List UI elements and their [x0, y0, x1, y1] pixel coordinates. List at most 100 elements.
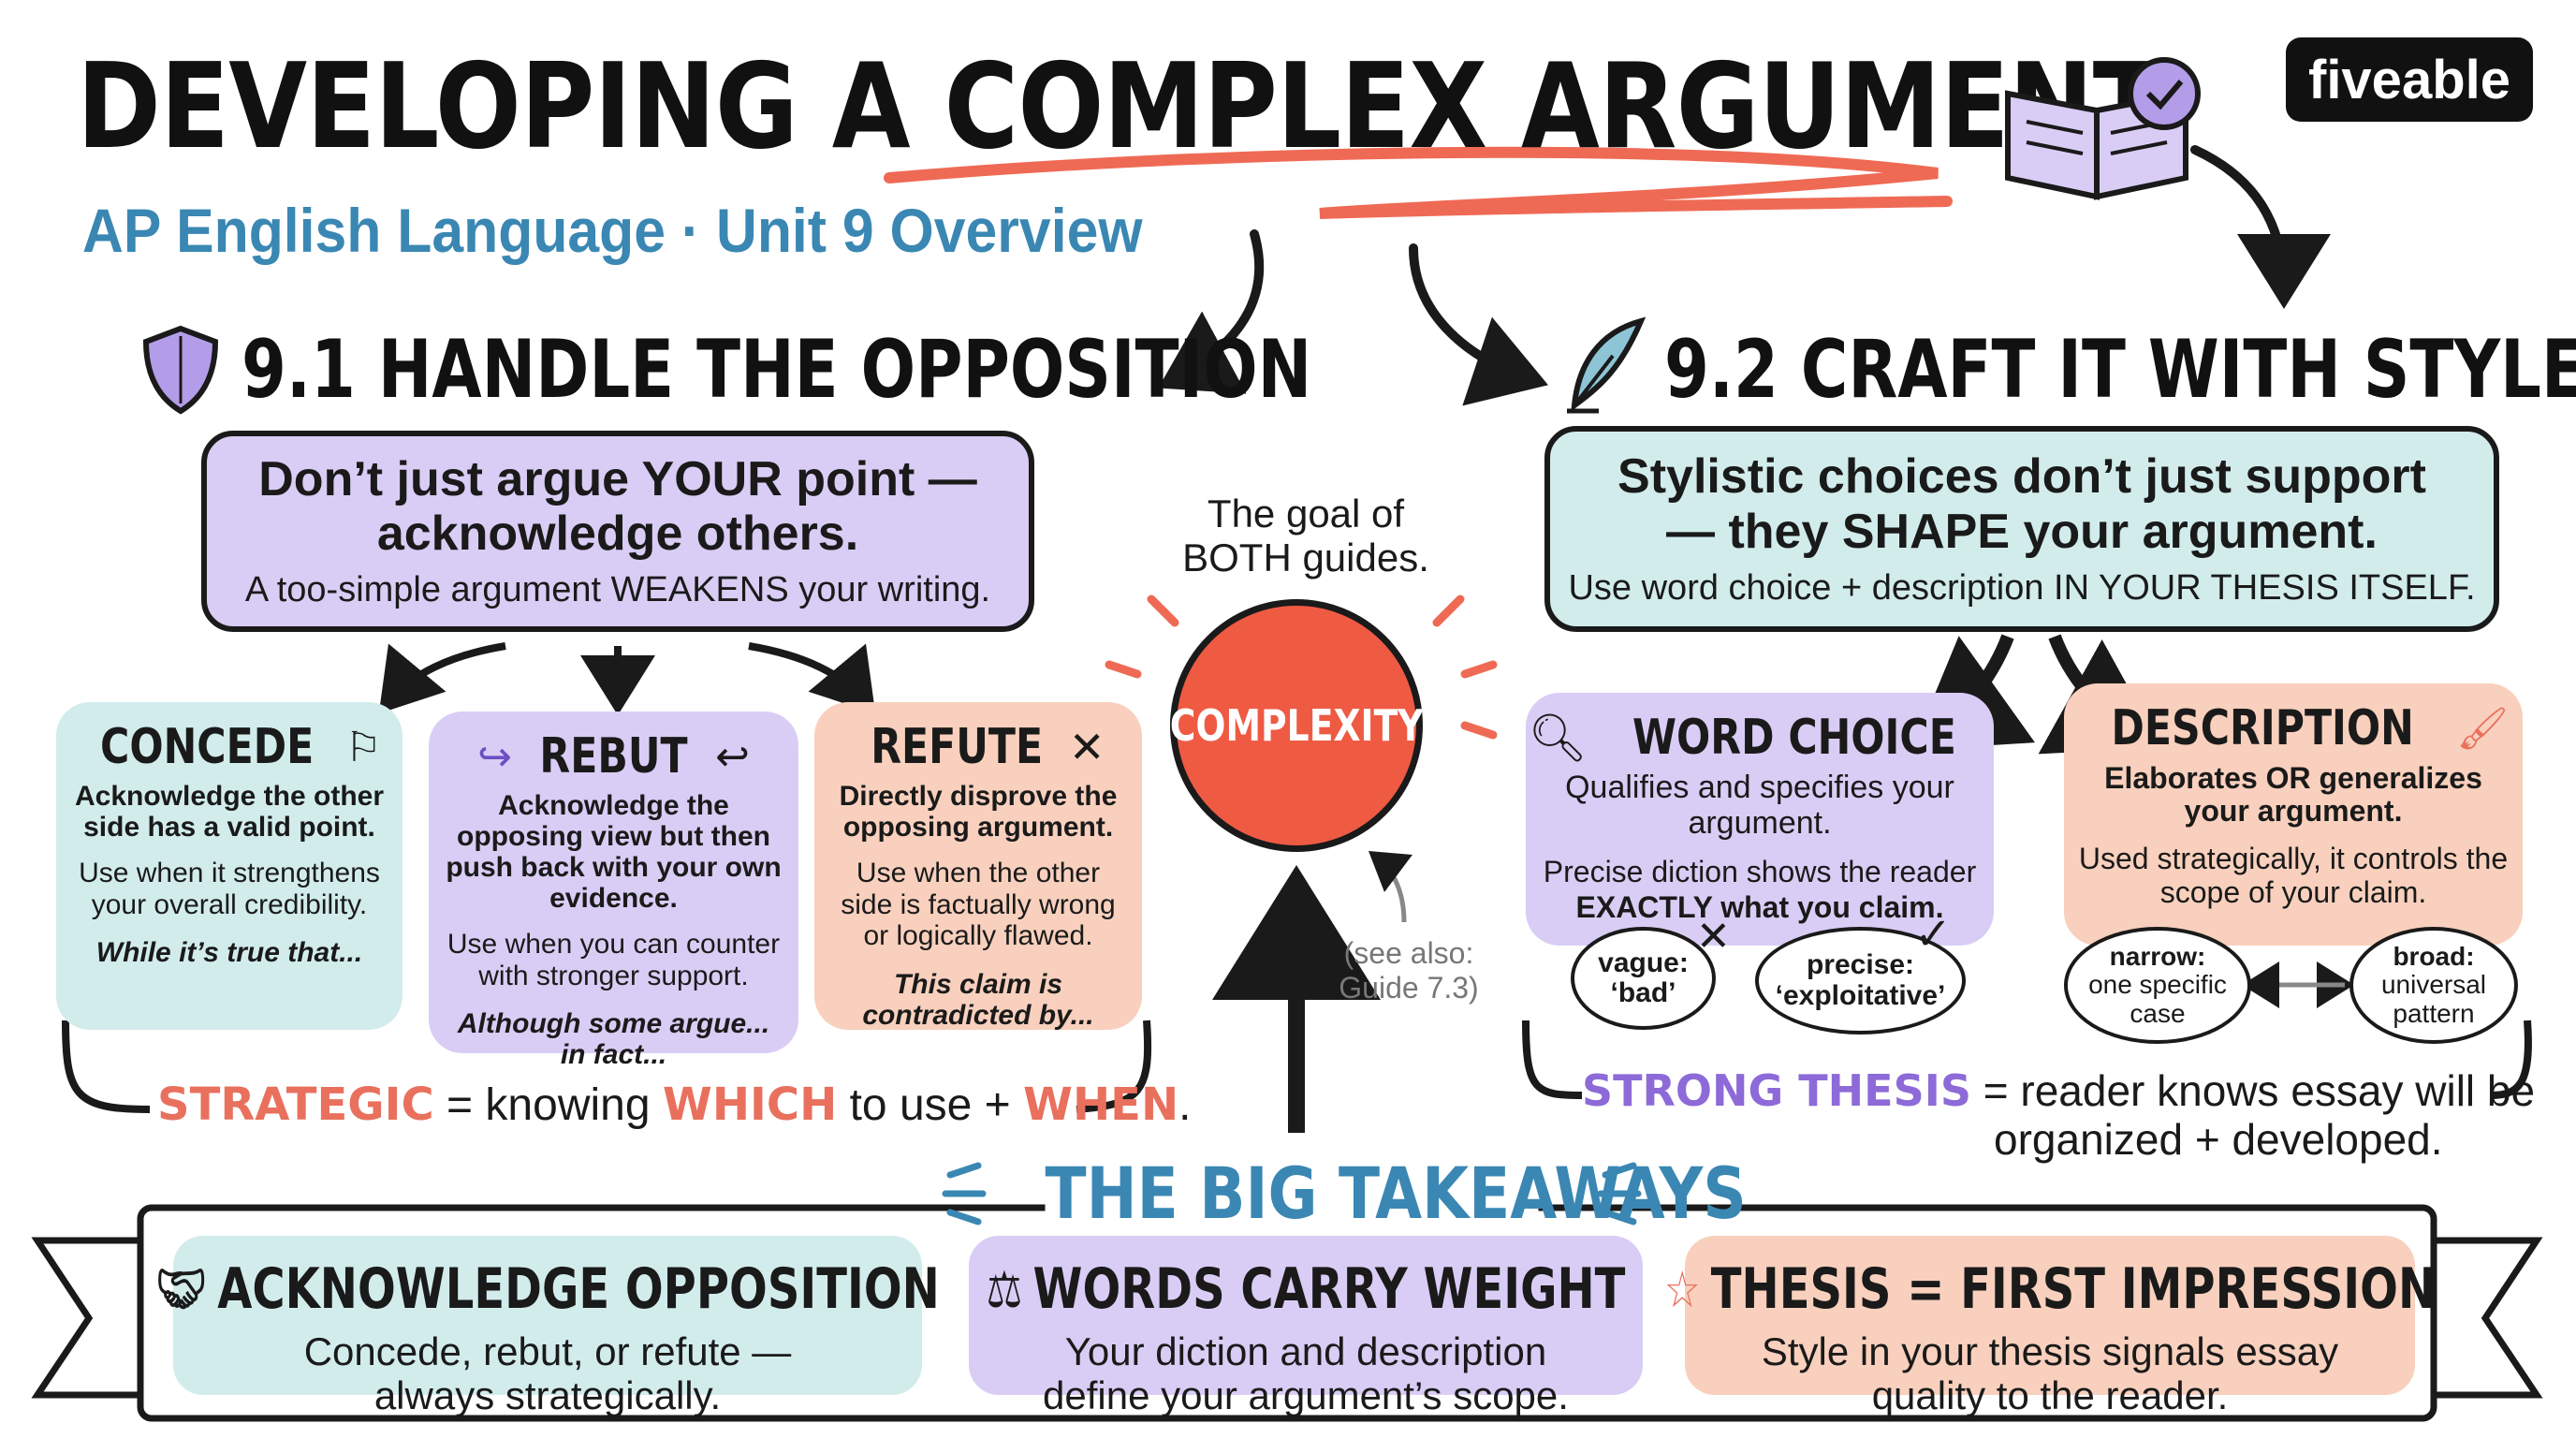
section-1-box-sub: A too-simple argument WEAKENS your writi…: [244, 570, 991, 610]
word-choice-text: Qualifies and specifies your argument.: [1565, 770, 1954, 842]
word-choice-use-2: EXACTLY what you claim.: [1575, 889, 1944, 924]
summary-mid2: to use +: [837, 1080, 1024, 1130]
vague-label: vague:: [1598, 946, 1689, 978]
magnifier-icon: 🔍︎: [1528, 711, 1588, 764]
section-2-box-line2: — they SHAPE your argument.: [1666, 504, 2378, 559]
takeaway-2-line1: Your diction and description: [1064, 1329, 1547, 1373]
refute-card: REFUTE ✕ Directly disprove the opposing …: [814, 702, 1142, 1031]
section-2-heading: 9.2 CRAFT IT WITH STYLE: [1664, 323, 2576, 417]
section-1-heading: 9.1 HANDLE THE OPPOSITION: [242, 323, 1312, 417]
right-bracket-right: [2489, 1020, 2532, 1099]
cross-icon: ✕: [1068, 723, 1105, 771]
section-2-box-line1: Stylistic choices don’t just support: [1617, 449, 2426, 505]
section-1-summary: STRATEGIC = knowing WHICH to use + WHEN.: [157, 1078, 1191, 1131]
summary-mid: = knowing: [433, 1080, 663, 1130]
refute-use: Use when the other side is factually wro…: [841, 858, 1116, 952]
star-icon: ☆: [1663, 1259, 1701, 1319]
see-also-arrow: [1368, 850, 1413, 923]
section-2-box-sub: Use word choice + description IN YOUR TH…: [1568, 567, 2476, 608]
broad-line3: pattern: [2393, 998, 2475, 1028]
page-subtitle: AP English Language · Unit 9 Overview: [82, 196, 1143, 265]
takeaways-heading: THE BIG TAKEAWAYS: [1045, 1152, 1747, 1235]
word-choice-card: 🔍︎ WORD CHOICE Qualifies and specifies y…: [1526, 693, 1994, 946]
summary-when: WHEN: [1023, 1078, 1179, 1131]
takeaway-accents: [942, 1162, 1642, 1225]
summary-strategic: STRATEGIC: [157, 1078, 434, 1131]
title-underline: [884, 146, 1953, 219]
check-mark-icon: ✓: [1914, 910, 1953, 960]
see-also-note: (see also: Guide 7.3): [1329, 936, 1488, 1005]
concede-use: Use when it strengthens your overall cre…: [79, 858, 380, 920]
word-choice-title: WORD CHOICE: [1632, 710, 1956, 766]
right-bracket: [1522, 1020, 1583, 1099]
description-text: Elaborates OR generalizes your argument.: [2104, 761, 2482, 829]
takeaway-3-line1: Style in your thesis signals essay: [1761, 1329, 2339, 1373]
section-2-box: Stylistic choices don’t just support — t…: [1544, 426, 2499, 632]
precise-word: ‘exploitative’: [1775, 979, 1946, 1011]
rebut-text: Acknowledge the opposing view but then p…: [446, 790, 782, 914]
rebut-use: Use when you can counter with stronger s…: [446, 929, 781, 991]
concede-title: CONCEDE: [100, 719, 315, 775]
page-title: DEVELOPING A COMPLEX ARGUMENT: [77, 37, 2162, 175]
summary-strong-thesis: STRONG THESIS: [1582, 1065, 1971, 1116]
takeaway-3-title: THESIS = FIRST IMPRESSION: [1710, 1256, 2437, 1322]
description-use: Used strategically, it controls the scop…: [2078, 842, 2509, 910]
scales-icon: ⚖︎: [986, 1259, 1023, 1319]
broad-label: broad:: [2393, 942, 2475, 972]
narrow-line3: case: [2130, 998, 2186, 1028]
broad-line2: universal: [2380, 970, 2487, 1000]
vague-word: ‘bad’: [1610, 977, 1676, 1008]
takeaway-acknowledge: 🤝︎ACKNOWLEDGE OPPOSITION Concede, rebut,…: [155, 1236, 940, 1417]
return-arrow-icon: ↩: [714, 733, 750, 780]
quill-icon: [1567, 316, 1647, 414]
arrow-brand: [2190, 145, 2331, 309]
concede-text: Acknowledge the other side has a valid p…: [74, 781, 385, 843]
section-1-box-line2: acknowledge others.: [376, 506, 859, 561]
rebut-title: REBUT: [539, 728, 688, 785]
section-1-box: Don’t just argue YOUR point — acknowledg…: [201, 431, 1034, 632]
takeaway-2-line2: define your argument’s scope.: [1043, 1373, 1569, 1418]
summary-line1: = reader knows essay will be: [1970, 1066, 2536, 1115]
narrow-line2: one specific: [2088, 970, 2227, 1000]
left-bracket: [62, 1020, 151, 1113]
narrow-label: narrow:: [2109, 942, 2206, 972]
book-icon: [2005, 57, 2201, 200]
complexity-label: COMPLEXITY: [1169, 700, 1424, 751]
goal-label: The goal of BOTH guides.: [1165, 492, 1446, 580]
rebut-example: Although some argue... in fact...: [457, 1008, 770, 1071]
takeaway-1-title: ACKNOWLEDGE OPPOSITION: [217, 1256, 940, 1322]
ribbon-left-tail: [31, 1237, 154, 1399]
takeaway-1-line2: always strategically.: [373, 1373, 722, 1418]
precise-label: precise:: [1806, 949, 1915, 981]
see-also-line1: (see also:: [1343, 936, 1474, 970]
x-mark-icon: ✕: [1696, 914, 1731, 960]
arrow-to-section-1: [1158, 229, 1265, 394]
takeaway-2-title: WORDS CARRY WEIGHT: [1032, 1256, 1626, 1322]
brand-logo: fiveable: [2286, 37, 2533, 122]
word-choice-use-1: Precise diction shows the reader: [1543, 855, 1977, 889]
vague-bubble: vague:‘bad’: [1571, 927, 1716, 1030]
refute-example: This claim is contradicted by...: [862, 968, 1094, 1031]
section-1-box-line1: Don’t just argue YOUR point —: [258, 451, 977, 506]
summary-end: .: [1178, 1080, 1192, 1130]
left-bracket-right: [1076, 1020, 1152, 1113]
paintbrush-icon: 🖌︎: [2456, 706, 2510, 752]
goal-line2: BOTH guides.: [1182, 536, 1429, 580]
handshake-icon: 🤝︎: [155, 1259, 208, 1318]
rebut-card: ↪ REBUT ↩ Acknowledge the opposing view …: [429, 712, 798, 1070]
goal-line1: The goal of: [1207, 492, 1405, 536]
ribbon-right-tail: [2421, 1237, 2543, 1399]
section-2-summary: STRONG THESIS = reader knows essay will …: [1582, 1065, 2535, 1116]
takeaway-3-line2: quality to the reader.: [1871, 1373, 2229, 1418]
shield-icon: [142, 325, 219, 415]
arrow-to-section-2: [1409, 243, 1548, 406]
flag-icon: ⚐: [344, 724, 382, 770]
takeaway-words: ⚖︎WORDS CARRY WEIGHT Your diction and de…: [969, 1236, 1643, 1417]
precise-bubble: precise:‘exploitative’: [1755, 927, 1966, 1034]
takeaway-1-line1: Concede, rebut, or refute —: [303, 1329, 792, 1373]
takeaway-thesis: ☆THESIS = FIRST IMPRESSION Style in your…: [1664, 1236, 2436, 1417]
redirect-arrow-icon: ↪: [477, 733, 513, 780]
refute-text: Directly disprove the opposing argument.: [839, 781, 1118, 843]
